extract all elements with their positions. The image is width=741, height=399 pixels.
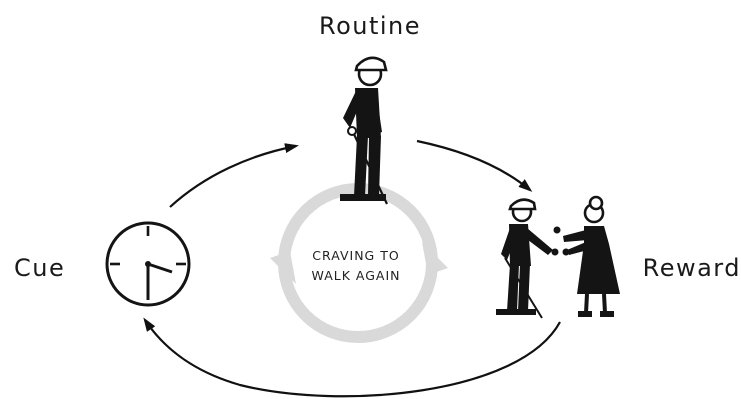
routine-figure-elderly-man-icon <box>340 56 388 205</box>
elderly-man-figure <box>496 198 559 319</box>
cue-label: Cue <box>14 254 65 282</box>
arrow-cue-to-routine <box>169 143 299 208</box>
arrow-reward-to-cue <box>143 317 561 398</box>
craving-label-line1: CRAVING TO <box>312 248 399 263</box>
reward-label: Reward <box>643 254 741 282</box>
craving-label-line2: WALK AGAIN <box>312 268 401 283</box>
routine-label: Routine <box>319 12 421 40</box>
clock-icon <box>105 221 191 307</box>
craving-loop-icon <box>270 183 448 343</box>
elderly-woman-figure <box>553 195 620 317</box>
reward-figures-icon <box>496 195 620 319</box>
arrow-routine-to-reward <box>416 139 533 192</box>
